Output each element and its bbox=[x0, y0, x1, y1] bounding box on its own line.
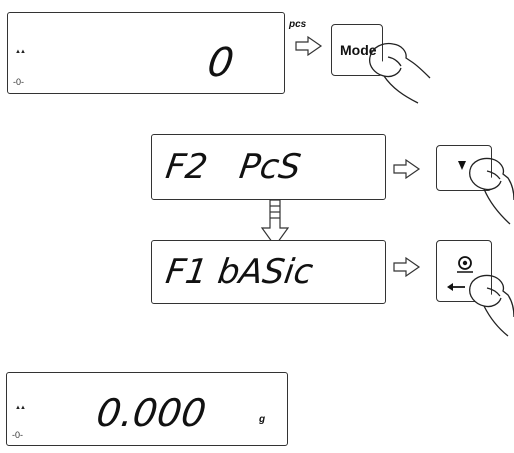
finger-icon bbox=[470, 158, 514, 224]
finger-icon bbox=[370, 44, 430, 103]
finger-icon bbox=[470, 275, 514, 336]
